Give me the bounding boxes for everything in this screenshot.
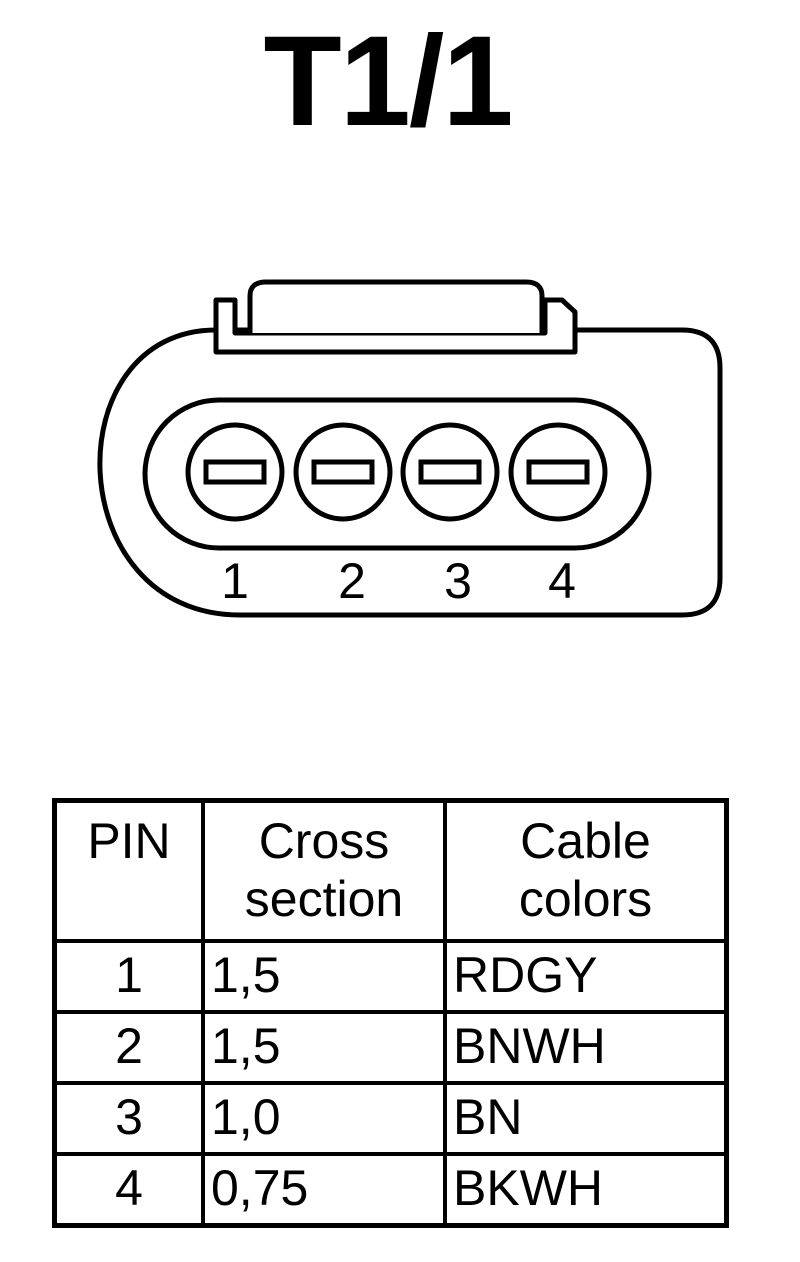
cell-cross-section: 1,0 [201,1080,447,1156]
connector-latch [213,297,578,355]
pin-4 [508,422,608,522]
table-row: 3 1,0 BN [52,1080,729,1156]
table-header-row: PIN Cross section Cable colors [52,798,729,943]
pin-label-3: 3 [444,553,472,609]
connector-title: T1/1 [263,10,513,153]
cell-cable-color: BN [443,1080,729,1156]
pin-label-4: 4 [548,553,576,609]
cell-pin: 4 [52,1151,205,1227]
cell-cross-section: 1,5 [201,1009,447,1085]
cell-pin: 3 [52,1080,205,1156]
table-row: 1 1,5 RDGY [52,938,729,1014]
cell-pin: 2 [52,1009,205,1085]
table-row: 2 1,5 BNWH [52,1009,729,1085]
connector-latch-top [247,279,545,333]
cell-cross-section: 0,75 [201,1151,447,1227]
pin-1 [185,422,285,522]
cell-cross-section: 1,5 [201,938,447,1014]
cell-cable-color: BNWH [443,1009,729,1085]
pin-2 [293,422,393,522]
cell-pin: 1 [52,938,205,1014]
pin-assignment-table: PIN Cross section Cable colors 1 1,5 RDG… [52,798,729,1228]
cell-cable-color: RDGY [443,938,729,1014]
header-cable-colors: Cable colors [443,798,729,943]
pin-3 [400,422,500,522]
header-pin: PIN [52,798,205,943]
cell-cable-color: BKWH [443,1151,729,1227]
connector-diagram: 1 2 3 4 [97,279,723,618]
connector-housing [97,327,723,618]
pin-cavity [142,397,652,551]
pin-label-1: 1 [221,553,249,609]
table-row: 4 0,75 BKWH [52,1151,729,1227]
pin-label-2: 2 [338,553,366,609]
header-cross-section: Cross section [201,798,447,943]
